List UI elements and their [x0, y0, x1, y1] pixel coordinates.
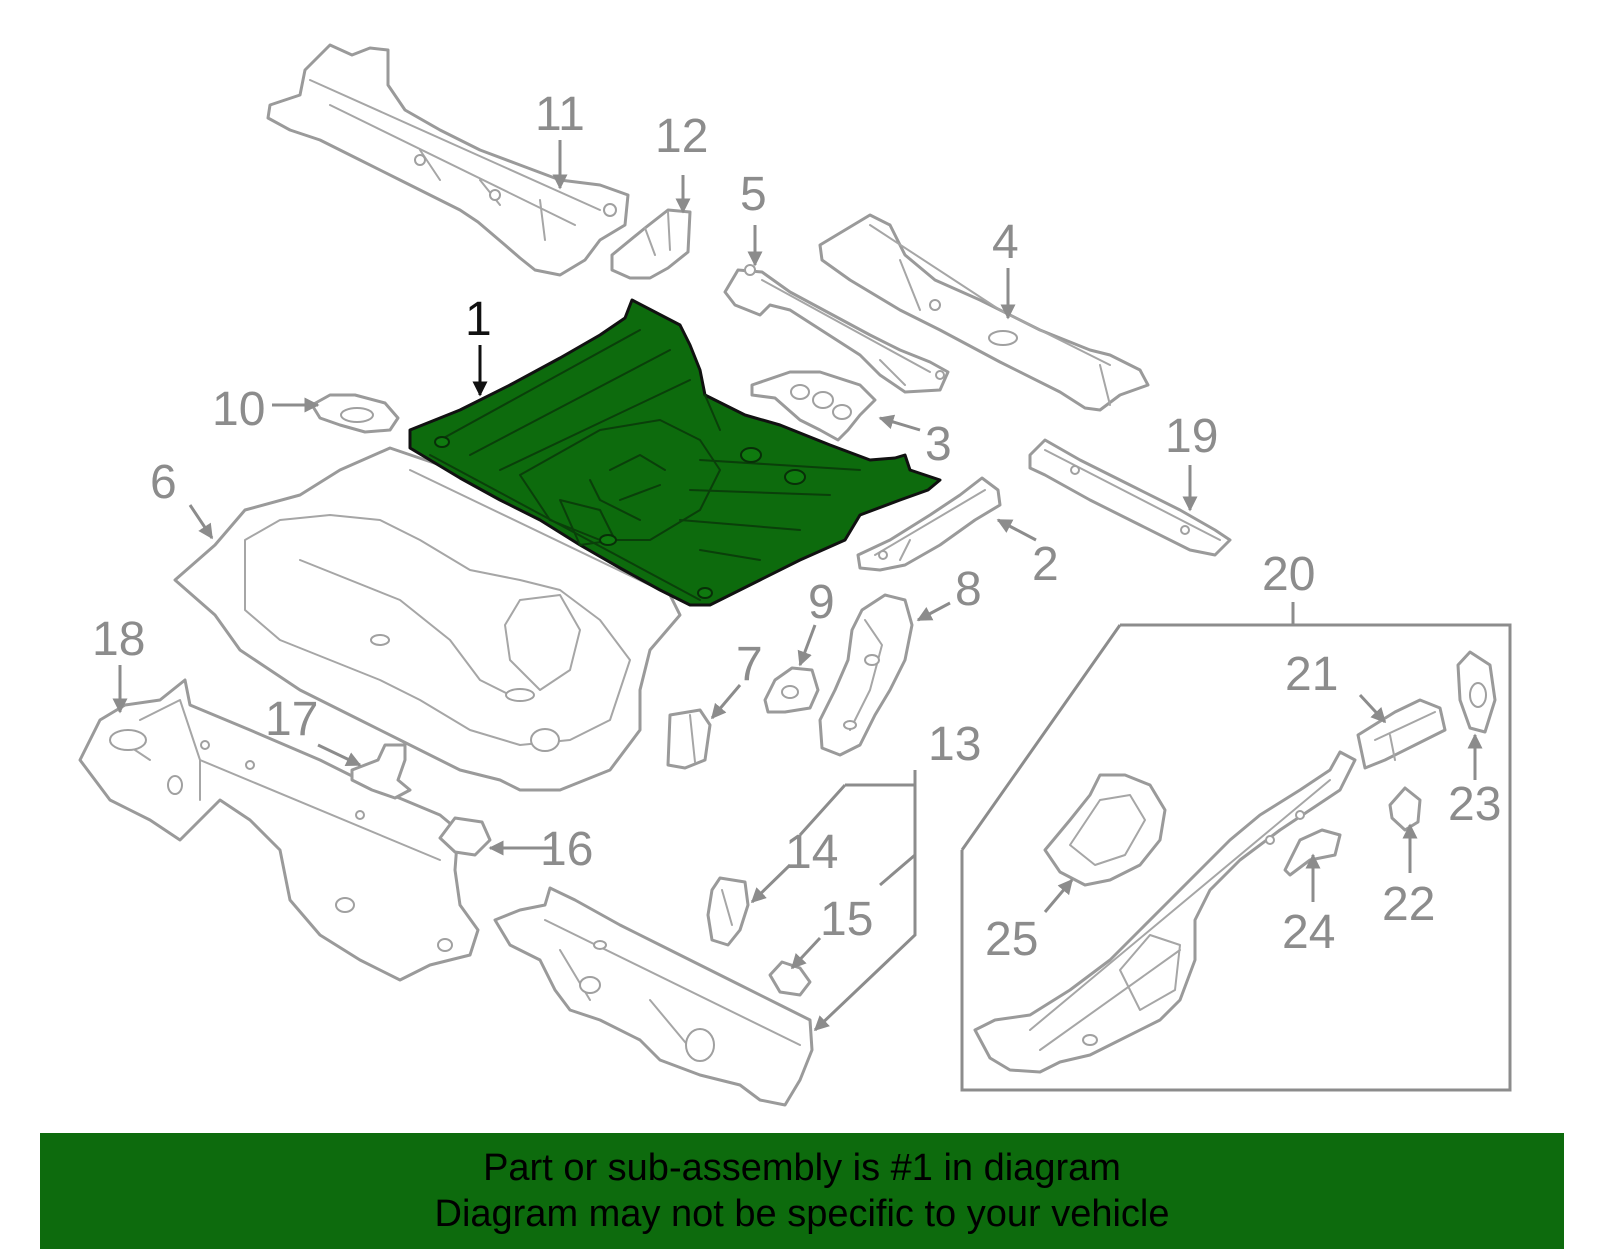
part-25-reinforcement[interactable]: [1043, 773, 1167, 887]
part-20-inset[interactable]: [960, 623, 1512, 1092]
part-21-bracket[interactable]: [1356, 698, 1447, 770]
callout-1[interactable]: 1: [465, 293, 492, 346]
callout-2[interactable]: 2: [1032, 538, 1059, 591]
callout-11[interactable]: 11: [535, 88, 585, 141]
callout-7[interactable]: 7: [736, 638, 763, 691]
part-19-bar[interactable]: [1028, 438, 1232, 557]
callout-15[interactable]: 15: [820, 893, 873, 946]
callout-18[interactable]: 18: [92, 613, 145, 666]
callout-21[interactable]: 21: [1285, 648, 1338, 701]
callout-leaders: [112, 140, 1483, 1032]
part-5-bracket-rod[interactable]: [723, 264, 950, 394]
callout-numbers: 1 2 3 4 5 6 7 8 9 10 11 12 13 14 15 16 1…: [92, 88, 1501, 966]
part-17-bracket[interactable]: [350, 743, 412, 800]
part-3-shield-plate[interactable]: [750, 370, 877, 442]
callout-19[interactable]: 19: [1165, 410, 1218, 463]
part-11-crossmember[interactable]: [266, 43, 630, 277]
callout-14[interactable]: 14: [785, 826, 838, 879]
part-16-bracket[interactable]: [438, 816, 492, 857]
callout-22[interactable]: 22: [1382, 878, 1435, 931]
callout-12[interactable]: 12: [655, 110, 708, 163]
part-12-bracket[interactable]: [610, 208, 692, 280]
part-10-plate[interactable]: [310, 393, 400, 434]
part-23-bracket[interactable]: [1456, 650, 1497, 734]
callout-10[interactable]: 10: [212, 383, 265, 436]
part-24-bracket[interactable]: [1283, 828, 1342, 877]
part-13-lower-rear-panel[interactable]: [493, 886, 814, 1107]
part-6-rear-floor-pan[interactable]: [173, 446, 682, 792]
callout-16[interactable]: 16: [540, 823, 593, 876]
part-4-rail[interactable]: [818, 213, 1150, 412]
callout-9[interactable]: 9: [808, 576, 835, 629]
callout-17[interactable]: 17: [265, 693, 318, 746]
part-20-side-rail[interactable]: [973, 750, 1357, 1074]
banner-line-2: Diagram may not be specific to your vehi…: [434, 1193, 1170, 1235]
part-22-bracket[interactable]: [1388, 786, 1422, 832]
part-7-plate[interactable]: [666, 708, 712, 770]
callout-8[interactable]: 8: [955, 563, 982, 616]
callout-13[interactable]: 13: [928, 718, 981, 771]
banner-line-1: Part or sub-assembly is #1 in diagram: [483, 1147, 1121, 1189]
callout-5[interactable]: 5: [740, 168, 767, 221]
part-18-rear-panel[interactable]: [78, 678, 480, 982]
part-15-bracket[interactable]: [768, 960, 812, 997]
callout-20[interactable]: 20: [1262, 548, 1315, 601]
callout-6[interactable]: 6: [150, 456, 177, 509]
callout-4[interactable]: 4: [992, 216, 1019, 269]
callout-3[interactable]: 3: [925, 418, 952, 471]
callout-23[interactable]: 23: [1448, 778, 1501, 831]
callout-25[interactable]: 25: [985, 913, 1038, 966]
part-8-bracket[interactable]: [818, 593, 914, 757]
info-banner: Part or sub-assembly is #1 in diagram Di…: [40, 1133, 1564, 1249]
part-9-bracket[interactable]: [763, 666, 820, 714]
part-2-bracket[interactable]: [856, 476, 1002, 572]
callout-24[interactable]: 24: [1282, 906, 1335, 959]
part-1-floor-pan-highlighted[interactable]: [408, 298, 942, 607]
part-14-bracket[interactable]: [706, 876, 750, 947]
